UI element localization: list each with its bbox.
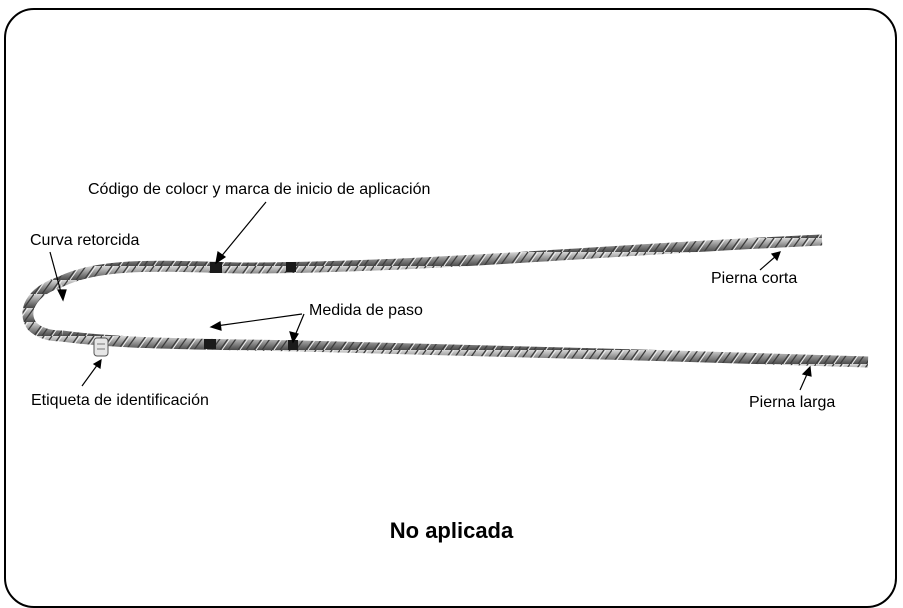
- label-id-tag: Etiqueta de identificación: [31, 392, 209, 409]
- short-leg-wire: [57, 234, 823, 287]
- color-code-mark: [288, 340, 298, 350]
- id-tag-leader: [81, 363, 99, 387]
- pitch-leader-left: [215, 313, 303, 327]
- short-leg-leader: [759, 255, 777, 271]
- label-color-code: Código de colocr y marca de inicio de ap…: [88, 181, 431, 198]
- arrowhead: [770, 251, 781, 262]
- arrowhead: [289, 331, 299, 344]
- arrowhead: [209, 321, 222, 331]
- label-twisted-curve: Curva retorcida: [30, 232, 140, 249]
- id-tag-icon: [93, 337, 109, 357]
- twisted-curve-leader: [49, 251, 63, 297]
- arrowhead: [92, 358, 102, 370]
- color-code-mark: [204, 339, 216, 349]
- arrowhead: [801, 365, 812, 377]
- arrowhead: [215, 250, 227, 265]
- twisted-curve-wire: [22, 276, 63, 342]
- arrowhead: [57, 289, 67, 302]
- color-code-mark: [210, 262, 222, 273]
- label-short-leg: Pierna corta: [711, 270, 798, 287]
- long-leg-wire: [61, 330, 869, 368]
- color-code-mark: [286, 262, 296, 272]
- caption: No aplicada: [389, 518, 514, 543]
- color-code-leader: [219, 201, 267, 259]
- label-pitch: Medida de paso: [309, 302, 423, 319]
- label-long-leg: Pierna larga: [749, 394, 836, 411]
